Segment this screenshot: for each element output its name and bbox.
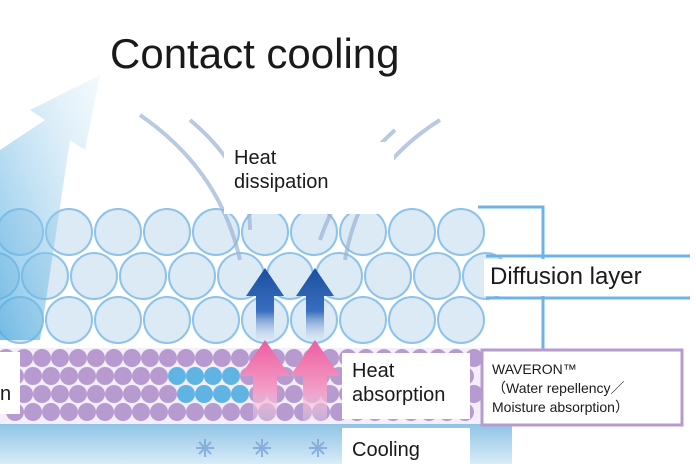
diffusion-fiber-circle bbox=[388, 296, 436, 344]
waveron-fiber-dot bbox=[204, 403, 222, 421]
waveron-fiber-dot bbox=[105, 349, 123, 367]
label-line: Heat bbox=[234, 147, 277, 169]
waveron-fiber-dot bbox=[141, 385, 159, 403]
diffusion-bracket-line bbox=[478, 205, 545, 350]
waveron-fiber-dot bbox=[195, 349, 213, 367]
waveron-label: WAVERON™ （Water repellency／ Moisture abs… bbox=[492, 360, 678, 417]
heat-dissipation-label: Heat dissipation bbox=[224, 142, 394, 214]
label-line: （Water repellency／ bbox=[492, 379, 625, 396]
diffusion-fiber-circle bbox=[143, 296, 191, 344]
waveron-fiber-dot bbox=[168, 403, 186, 421]
snowflake-icon bbox=[196, 439, 214, 457]
waveron-fiber-dot bbox=[78, 403, 96, 421]
label-line: Moisture absorption） bbox=[492, 398, 629, 415]
waveron-fiber-dot bbox=[114, 367, 132, 385]
waveron-fiber-dot bbox=[150, 403, 168, 421]
waveron-fiber-dot bbox=[186, 403, 204, 421]
blue-fiber-dot bbox=[222, 367, 240, 385]
waveron-fiber-dot bbox=[105, 385, 123, 403]
waveron-fiber-dot bbox=[222, 403, 240, 421]
label-line: absorption bbox=[352, 384, 446, 406]
waveron-fiber-dot bbox=[51, 385, 69, 403]
blue-fiber-dot bbox=[213, 385, 231, 403]
waveron-bracket bbox=[480, 348, 684, 427]
waveron-fiber-dot bbox=[96, 367, 114, 385]
snowflake-icons bbox=[196, 439, 327, 457]
diffusion-layer-circles bbox=[0, 208, 510, 344]
waveron-fiber-dot bbox=[69, 349, 87, 367]
heat-absorb-arrow-icon bbox=[240, 340, 290, 422]
waveron-fiber-dot bbox=[285, 349, 303, 367]
diffusion-layer-label: Diffusion layer bbox=[484, 259, 696, 296]
waveron-fiber-dot bbox=[285, 385, 303, 403]
waveron-fiber-dot bbox=[33, 349, 51, 367]
label-line: Heat bbox=[352, 360, 395, 382]
blue-fiber-dot bbox=[186, 367, 204, 385]
diffusion-fiber-circle bbox=[94, 296, 142, 344]
diffusion-fiber-circle bbox=[339, 296, 387, 344]
diffusion-fiber-circle bbox=[437, 208, 485, 256]
blue-fiber-dot bbox=[195, 385, 213, 403]
snowflake-icon bbox=[253, 439, 271, 457]
diffusion-fiber-circle bbox=[192, 296, 240, 344]
waveron-fiber-dot bbox=[69, 385, 87, 403]
heat-absorption-label: Heat absorption bbox=[342, 353, 470, 419]
diffusion-fiber-circle bbox=[119, 252, 167, 300]
blue-fiber-dot bbox=[204, 367, 222, 385]
waveron-fiber-dot bbox=[177, 349, 195, 367]
waveron-fiber-dot bbox=[96, 403, 114, 421]
waveron-fiber-dot bbox=[24, 367, 42, 385]
waveron-fiber-dot bbox=[132, 367, 150, 385]
blue-fiber-dot bbox=[231, 385, 249, 403]
heat-up-arrow-icon bbox=[296, 268, 334, 340]
page-title: Contact cooling bbox=[110, 30, 400, 77]
waveron-fiber-dot bbox=[33, 385, 51, 403]
diffusion-fiber-circle bbox=[143, 208, 191, 256]
waveron-fiber-dot bbox=[123, 385, 141, 403]
diffusion-fiber-circle bbox=[94, 208, 142, 256]
waveron-fiber-dot bbox=[42, 403, 60, 421]
diffusion-fiber-circle bbox=[70, 252, 118, 300]
snowflake-icon bbox=[309, 439, 327, 457]
waveron-fiber-dot bbox=[42, 367, 60, 385]
diffusion-fiber-circle bbox=[364, 252, 412, 300]
waveron-fiber-dot bbox=[141, 349, 159, 367]
waveron-fiber-dot bbox=[159, 385, 177, 403]
waveron-fiber-dot bbox=[87, 349, 105, 367]
diffusion-fiber-circle bbox=[437, 296, 485, 344]
diffusion-fiber-circle bbox=[413, 252, 461, 300]
label-line: WAVERON™ bbox=[492, 361, 577, 377]
waveron-fiber-dot bbox=[114, 403, 132, 421]
blue-fiber-dot bbox=[168, 367, 186, 385]
left-cropped-label: n bbox=[0, 352, 20, 414]
waveron-fiber-dot bbox=[24, 403, 42, 421]
waveron-fiber-dot bbox=[213, 349, 231, 367]
diffusion-fiber-circle bbox=[45, 296, 93, 344]
label-line: dissipation bbox=[234, 171, 329, 193]
cooling-label: Cooling bbox=[342, 428, 470, 464]
heat-absorb-arrow-icon bbox=[290, 340, 340, 422]
waveron-fiber-dot bbox=[159, 349, 177, 367]
waveron-fiber-dot bbox=[60, 403, 78, 421]
big-airflow-arrow bbox=[0, 75, 100, 340]
waveron-fiber-dot bbox=[78, 367, 96, 385]
waveron-fiber-dot bbox=[51, 349, 69, 367]
waveron-fiber-dot bbox=[123, 349, 141, 367]
waveron-fiber-dot bbox=[150, 367, 168, 385]
waveron-fiber-dot bbox=[276, 403, 294, 421]
waveron-fiber-dot bbox=[87, 385, 105, 403]
diffusion-fiber-circle bbox=[388, 208, 436, 256]
waveron-fiber-dot bbox=[132, 403, 150, 421]
diffusion-fiber-circle bbox=[168, 252, 216, 300]
heat-up-arrow-icon bbox=[246, 268, 284, 340]
blue-fiber-dot bbox=[177, 385, 195, 403]
waveron-fiber-dot bbox=[231, 349, 249, 367]
waveron-fiber-dot bbox=[60, 367, 78, 385]
